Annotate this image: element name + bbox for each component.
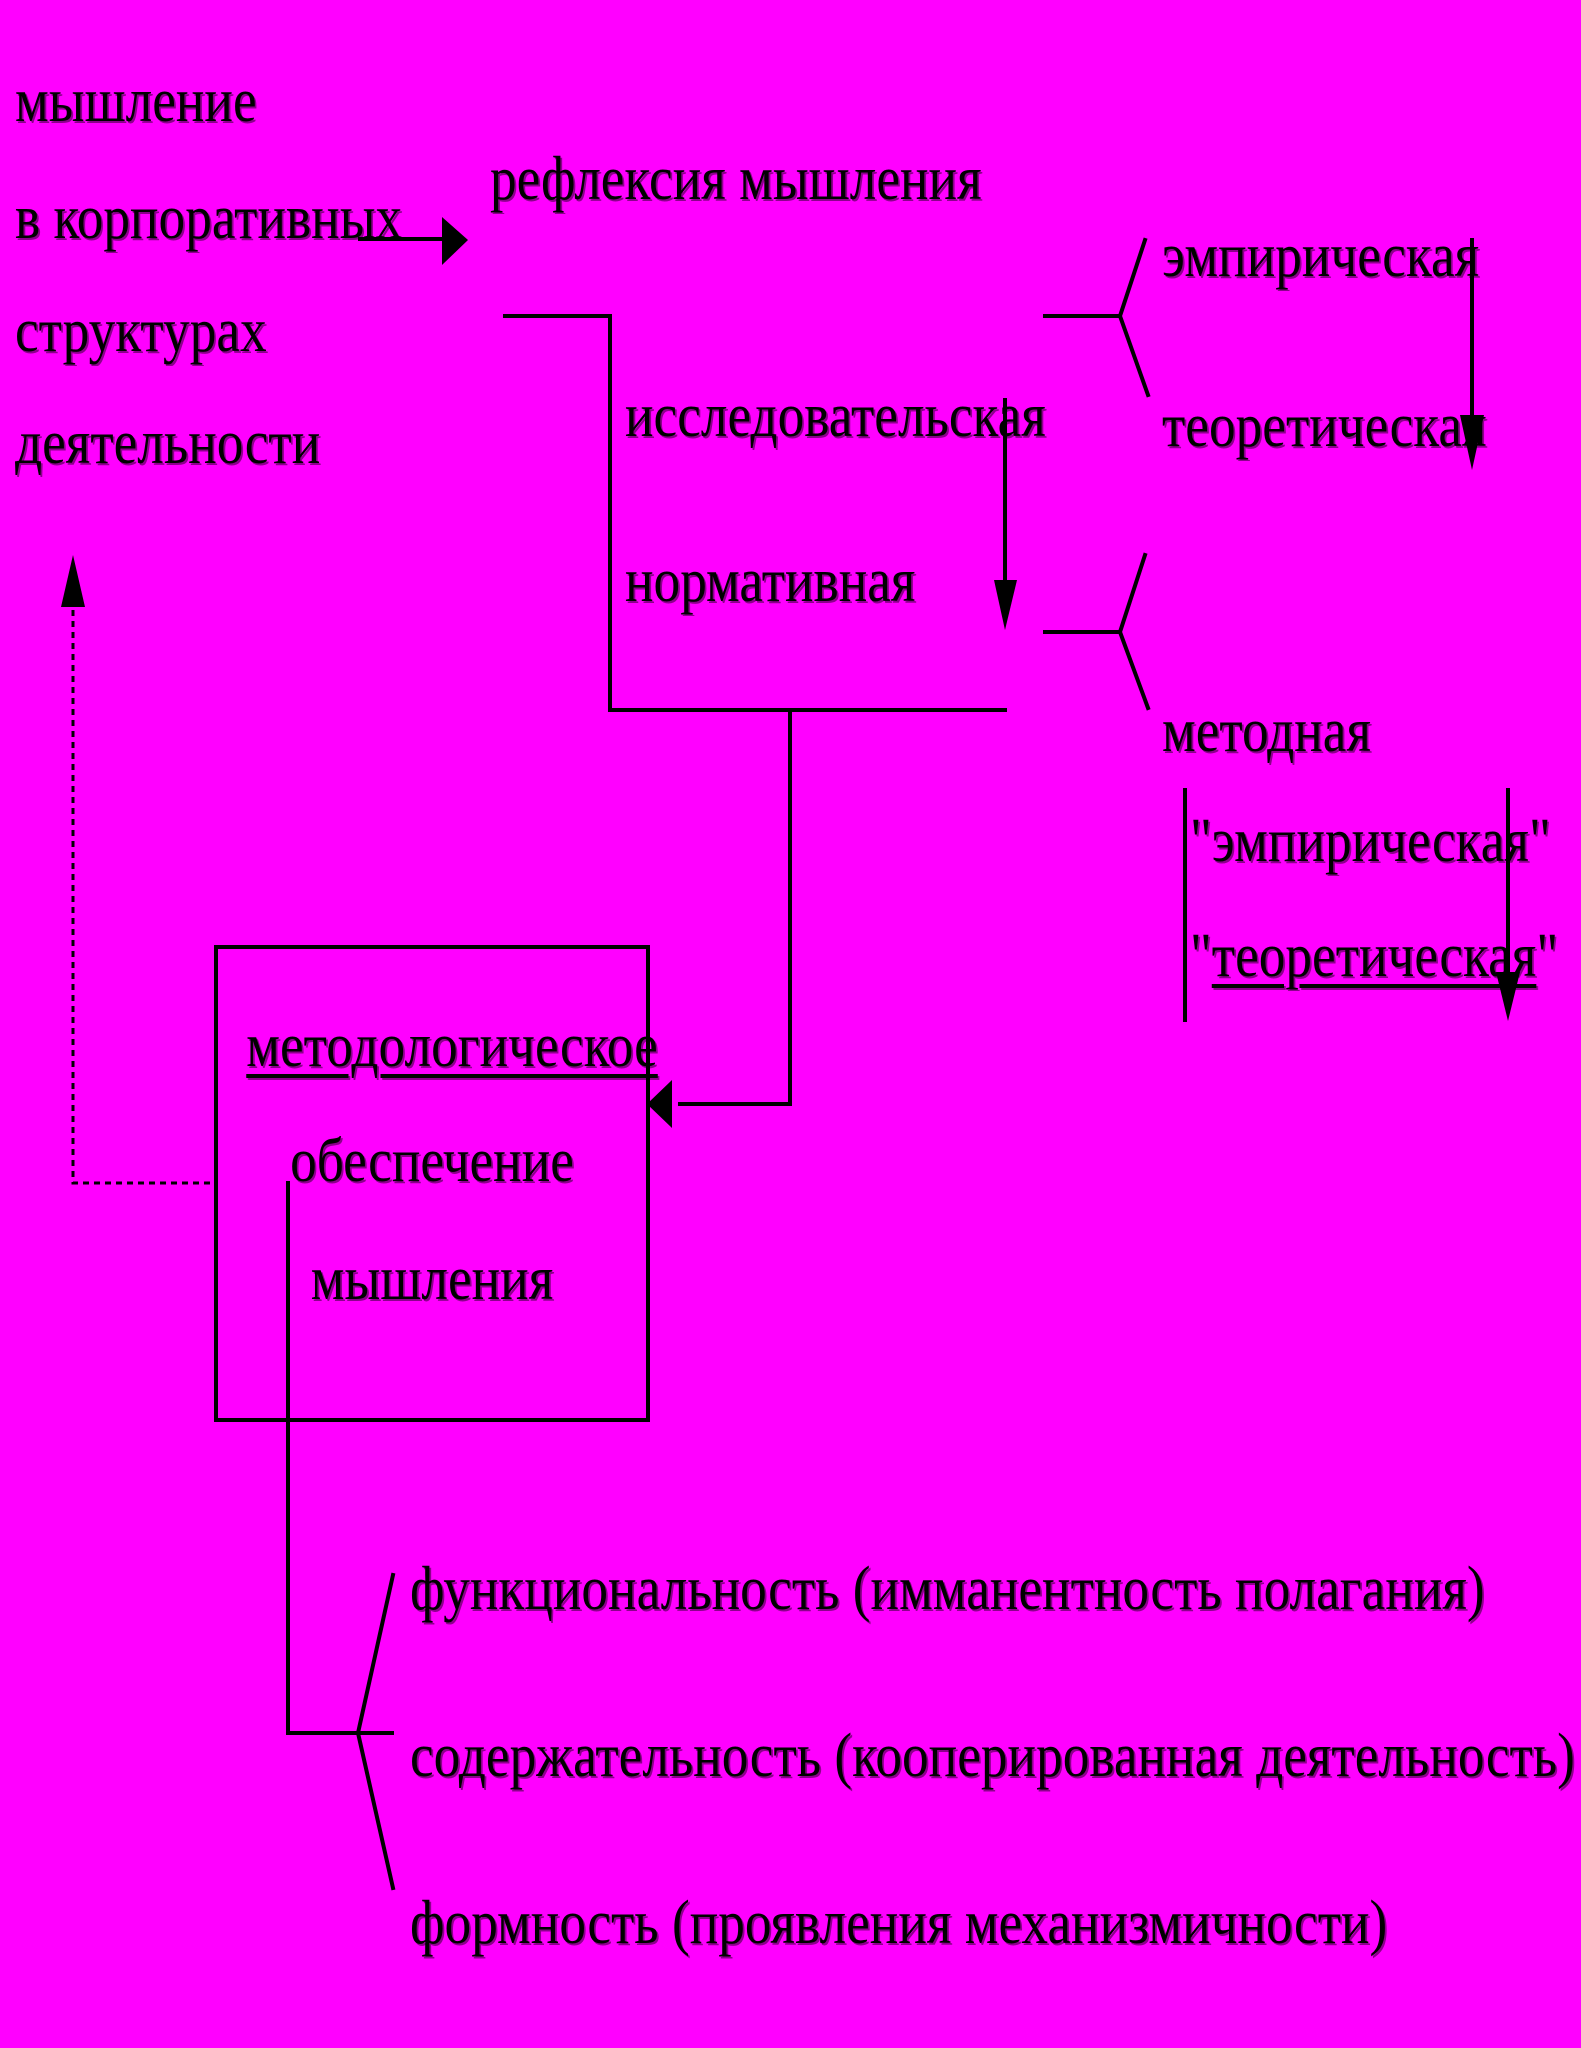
arrowhead (994, 580, 1017, 630)
methodology-line-1: методологическое (246, 1012, 658, 1080)
research-label: исследовательская (625, 382, 1046, 450)
source-line-4: деятельности (15, 409, 321, 477)
fork-branches (1117, 552, 1151, 711)
property-content: содержательность (кооперированная деятел… (410, 1722, 1575, 1790)
methodical-label: методная (1162, 697, 1371, 765)
source-line-1: мышление (15, 67, 257, 135)
quoted-empirical-label: "эмпирическая" (1190, 807, 1551, 875)
normative-label: нормативная (625, 547, 916, 615)
source-line-3: структурах (15, 297, 267, 365)
connector-line (678, 708, 792, 1106)
reflection-title: рефлексия мышления (490, 145, 982, 213)
source-line-2: в корпоративных (15, 184, 403, 252)
arrowhead (647, 1080, 672, 1128)
methodology-line-2: обеспечение (290, 1127, 574, 1195)
arrowhead (1496, 972, 1520, 1021)
arrowhead (442, 217, 468, 265)
property-form: формность (проявления механизмичности) (410, 1889, 1388, 1957)
feedback-dashed-line (71, 605, 210, 1185)
properties-tree-stem (286, 1181, 360, 1735)
property-functionality: функциональность (имманентность полагани… (410, 1555, 1485, 1623)
methodology-box-frame (214, 945, 650, 1422)
fork-branches (1117, 237, 1151, 398)
reflection-bracket (503, 314, 1007, 712)
empirical-label: эмпирическая (1162, 222, 1480, 290)
arrowhead (61, 555, 85, 607)
quoted-theoretical-label: "теоретическая" (1190, 922, 1559, 990)
theoretical-label: теоретическая (1162, 392, 1487, 460)
methodology-line-3: мышления (310, 1245, 554, 1313)
arrowhead (1460, 415, 1484, 470)
